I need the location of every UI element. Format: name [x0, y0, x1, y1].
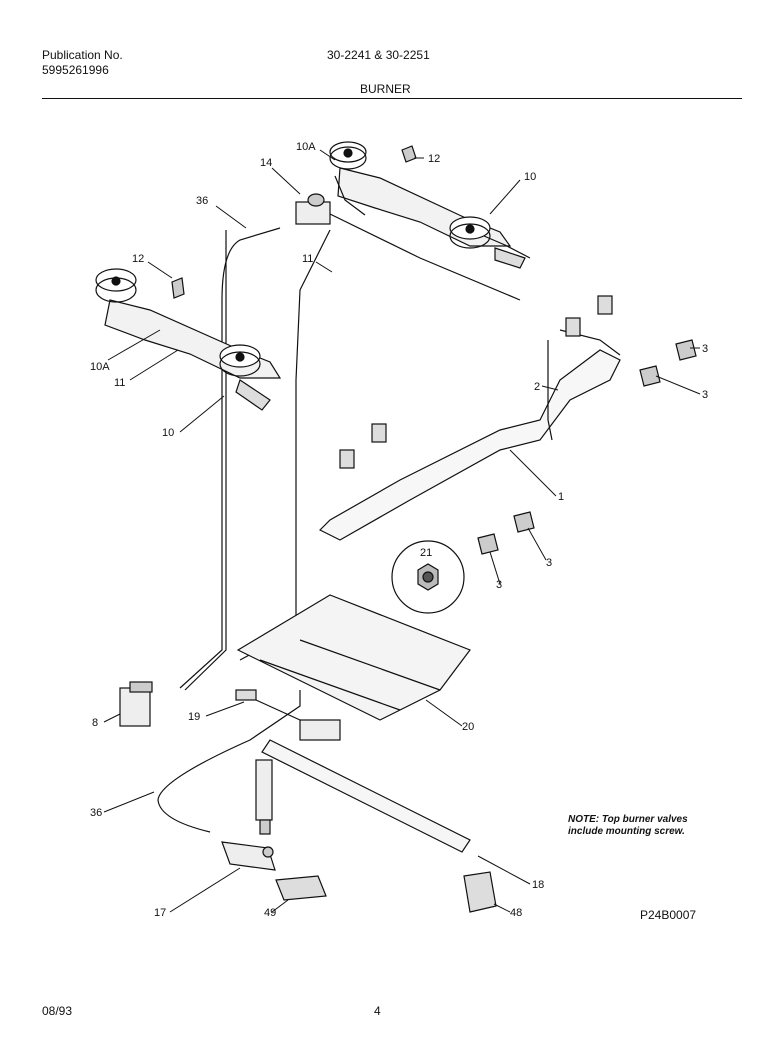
callout-20: 20: [462, 721, 474, 733]
burner-head-rear-right: [449, 216, 491, 249]
note-line-1: NOTE: Top burner valves: [568, 814, 688, 825]
gas-manifold: [318, 329, 621, 541]
nut-detail: [391, 540, 465, 614]
callout-18: 18: [532, 879, 544, 891]
callout-3-c: 3: [546, 557, 552, 569]
spark-igniter: [295, 193, 521, 301]
callout-49: 49: [264, 907, 276, 919]
callout-19: 19: [188, 711, 200, 723]
callout-17: 17: [154, 907, 166, 919]
callout-10A-top: 10A: [296, 141, 316, 153]
burner-head-rear-left: [329, 141, 367, 170]
valve-group: [339, 295, 613, 469]
section-title: BURNER: [360, 82, 411, 96]
callout-2: 2: [534, 381, 540, 393]
burner-head-front-right: [219, 344, 261, 377]
igniter-wire-top: [179, 227, 281, 689]
callout-10-top: 10: [524, 171, 536, 183]
igniter-wire-bottom: [157, 690, 301, 833]
callout-11-top: 11: [302, 253, 313, 265]
callout-36-top: 36: [196, 195, 208, 207]
callout-11-left: 11: [114, 377, 125, 389]
callout-10-left: 10: [162, 427, 174, 439]
callout-1: 1: [558, 491, 564, 503]
bracket-48: [463, 871, 497, 913]
header-rule: [42, 98, 742, 99]
callout-labels: 10A 12 10 14 36 11 12 10A 11 10 2 3 3 1 …: [90, 141, 708, 919]
callout-48: 48: [510, 907, 522, 919]
model-numbers: 30-2241 & 30-2251: [327, 48, 430, 62]
clip-front: [171, 277, 185, 299]
igniter-block: [235, 689, 341, 741]
oven-valve: [221, 841, 276, 871]
callout-21: 21: [420, 547, 432, 559]
figure-code: P24B0007: [640, 908, 697, 922]
clip-rear: [401, 145, 417, 163]
valve-mounts: [477, 339, 697, 555]
note-line-2: include mounting screw.: [568, 826, 685, 837]
page-number: 4: [374, 1004, 381, 1018]
callout-3-d: 3: [496, 579, 502, 591]
publication-number: 5995261996: [42, 63, 109, 77]
burner-shield: [236, 594, 471, 721]
publication-label: Publication No.: [42, 48, 123, 62]
callout-14: 14: [260, 157, 272, 169]
callout-3-a: 3: [702, 343, 708, 355]
leader-lines: [103, 149, 701, 913]
bracket-8: [119, 681, 153, 727]
bracket-49: [275, 875, 327, 901]
burner-head-front-left: [95, 268, 137, 303]
callout-36-bottom: 36: [90, 807, 102, 819]
footer-date: 08/93: [42, 1004, 73, 1018]
callout-12-left: 12: [132, 253, 144, 265]
wire-2: [547, 340, 553, 441]
callout-3-b: 3: [702, 389, 708, 401]
igniter-wire-11: [239, 229, 331, 661]
oven-burner-tube: [255, 739, 471, 853]
callout-8: 8: [92, 717, 98, 729]
callout-10A-left: 10A: [90, 361, 110, 373]
callout-12-top: 12: [428, 153, 440, 165]
rear-burner-tube-assembly: [334, 167, 531, 269]
